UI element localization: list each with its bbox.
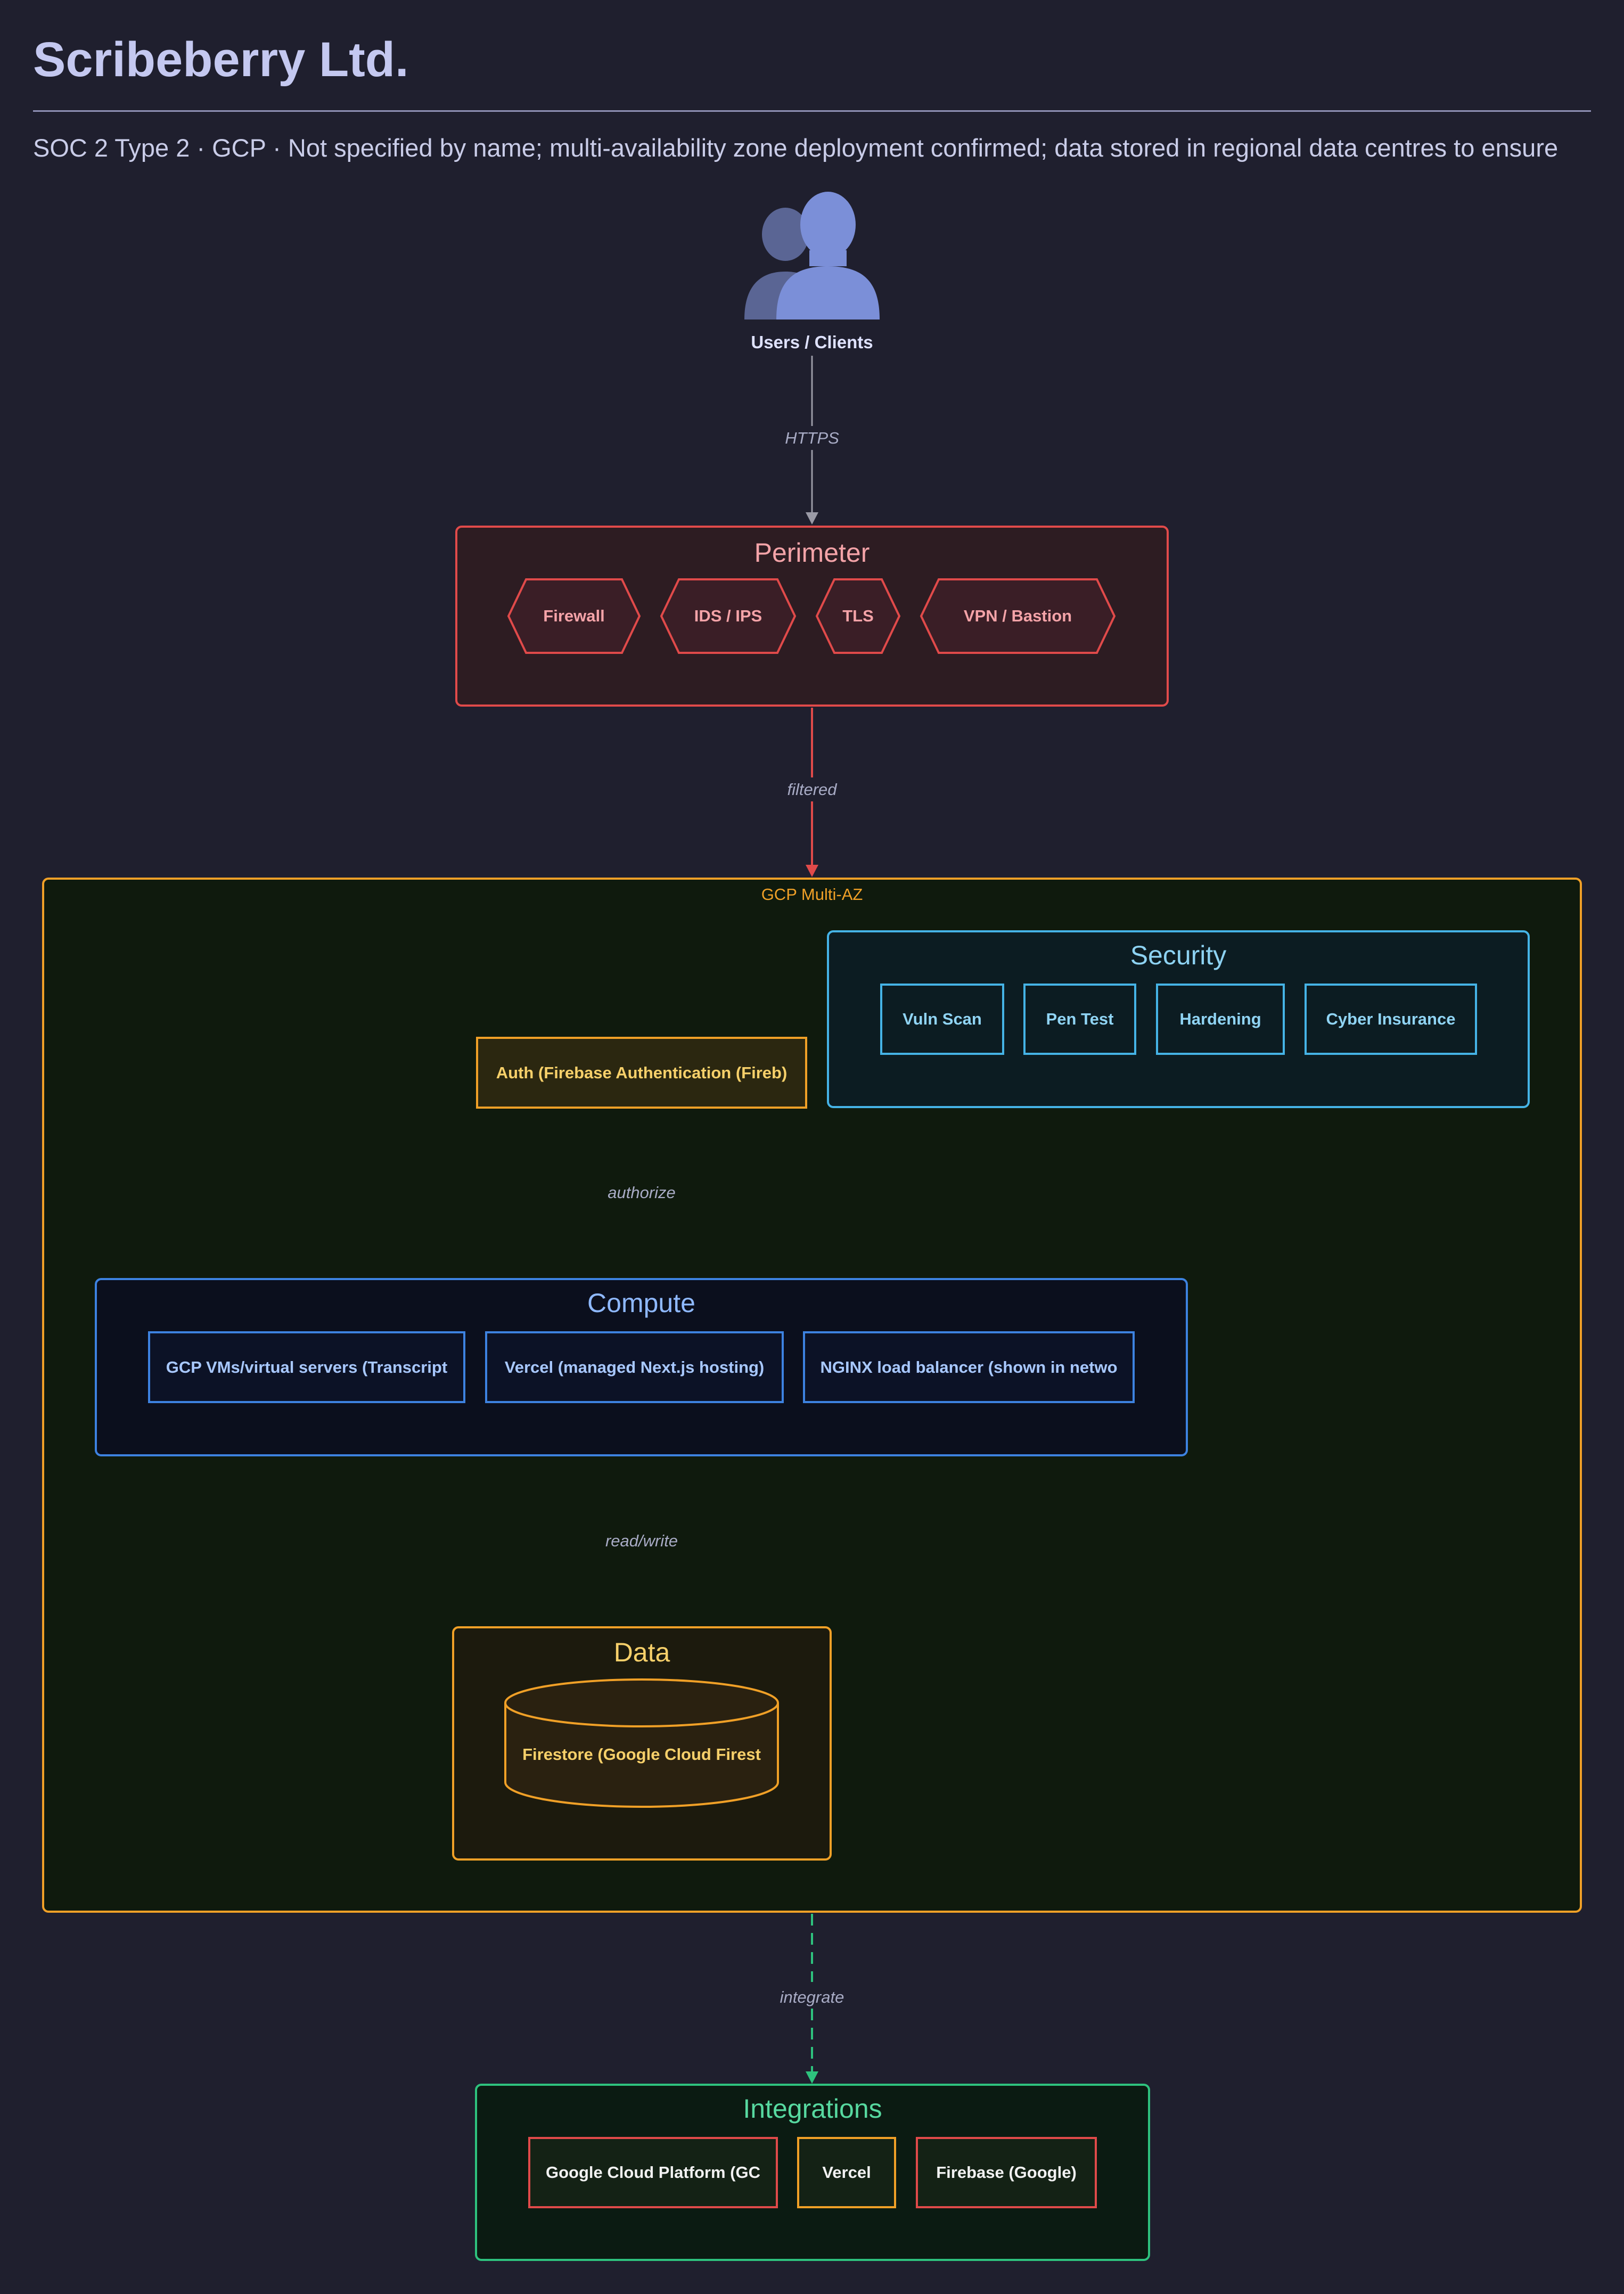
compute-title: Compute	[587, 1288, 695, 1318]
perimeter-hexagons	[507, 578, 1116, 654]
edge-users-perimeter	[806, 356, 818, 525]
data-title: Data	[613, 1637, 670, 1667]
data-store-firestore: Firestore (Google Cloud Firest	[522, 1745, 761, 1764]
edge-label-integrate: integrate	[780, 1988, 844, 2006]
page-title: Scribeberry Ltd.	[33, 32, 409, 87]
perimeter-item-ids-ips: IDS / IPS	[694, 607, 762, 625]
auth-node: Auth (Firebase Authentication (Fireb)	[476, 1037, 807, 1109]
edge-label-authorize: authorize	[608, 1183, 676, 1202]
integration-item-gcp: Google Cloud Platform (GC	[528, 2137, 778, 2208]
users-icon	[744, 192, 880, 319]
gcp-title: GCP Multi-AZ	[761, 885, 863, 904]
users-label: Users / Clients	[751, 332, 873, 352]
edge-label-read-write: read/write	[605, 1531, 678, 1550]
security-title: Security	[1130, 940, 1227, 970]
page-subtitle: SOC 2 Type 2 · GCP · Not specified by na…	[33, 134, 1559, 162]
security-item-pen-test: Pen Test	[1023, 984, 1136, 1055]
integration-item-vercel: Vercel	[797, 2137, 896, 2208]
edge-perimeter-gcp	[806, 708, 818, 877]
edge-label-https: HTTPS	[785, 429, 839, 447]
perimeter-item-firewall: Firewall	[543, 607, 605, 625]
security-item-cyber-insurance: Cyber Insurance	[1305, 984, 1477, 1055]
compute-item-vercel: Vercel (managed Next.js hosting)	[485, 1331, 784, 1403]
edge-gcp-integrations	[806, 1914, 818, 2084]
database-icon	[504, 1678, 779, 1808]
security-item-hardening: Hardening	[1156, 984, 1285, 1055]
integrations-title: Integrations	[743, 2094, 882, 2124]
title-divider	[33, 110, 1591, 112]
integration-item-firebase: Firebase (Google)	[916, 2137, 1097, 2208]
edge-label-filtered: filtered	[787, 780, 837, 799]
perimeter-title: Perimeter	[754, 538, 870, 568]
compute-item-nginx: NGINX load balancer (shown in netwo	[803, 1331, 1135, 1403]
compute-item-gcp-vms: GCP VMs/virtual servers (Transcript	[148, 1331, 465, 1403]
security-item-vuln-scan: Vuln Scan	[880, 984, 1004, 1055]
perimeter-item-tls: TLS	[842, 607, 874, 625]
perimeter-item-vpn-bastion: VPN / Bastion	[963, 607, 1072, 625]
